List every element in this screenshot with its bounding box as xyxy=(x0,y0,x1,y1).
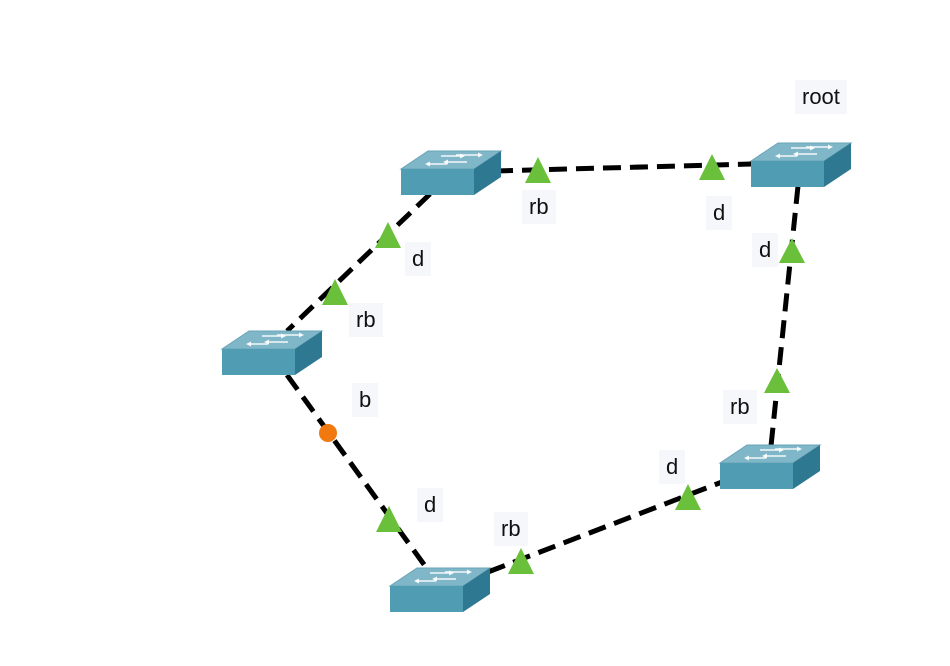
circle-marker-icon xyxy=(319,424,337,442)
port-label-d: d xyxy=(417,488,444,522)
link-sw1-sw3 xyxy=(285,192,432,333)
link-sw4-sw5 xyxy=(487,479,723,575)
triangle-marker-icon xyxy=(375,222,401,248)
port-label-rb: rb xyxy=(349,303,383,337)
switch-top-middle[interactable] xyxy=(400,150,502,196)
port-label-d: d xyxy=(659,450,686,484)
triangle-marker-icon xyxy=(525,157,551,183)
triangle-marker-icon xyxy=(779,238,805,263)
triangle-marker-icon xyxy=(699,154,725,180)
triangle-marker-icon xyxy=(322,279,348,305)
port-label-d: d xyxy=(405,242,432,276)
port-label-rb: rb xyxy=(522,190,556,224)
link-sw3-sw4 xyxy=(284,373,431,572)
switch-left[interactable] xyxy=(221,330,323,376)
port-label-rb: rb xyxy=(494,512,528,546)
root-label: root xyxy=(795,80,847,114)
port-label-d: d xyxy=(752,233,779,267)
port-label-d: d xyxy=(706,196,733,230)
link-sw2-sw5 xyxy=(768,185,801,447)
switch-bottom[interactable] xyxy=(389,567,491,613)
switch-root[interactable] xyxy=(750,142,852,188)
port-label-b: b xyxy=(352,383,379,417)
triangle-marker-icon xyxy=(675,484,701,510)
triangle-marker-icon xyxy=(508,548,534,574)
triangle-marker-icon xyxy=(376,506,402,532)
port-label-rb: rb xyxy=(723,390,757,424)
triangle-marker-icon xyxy=(764,368,790,393)
switch-right[interactable] xyxy=(719,444,821,490)
